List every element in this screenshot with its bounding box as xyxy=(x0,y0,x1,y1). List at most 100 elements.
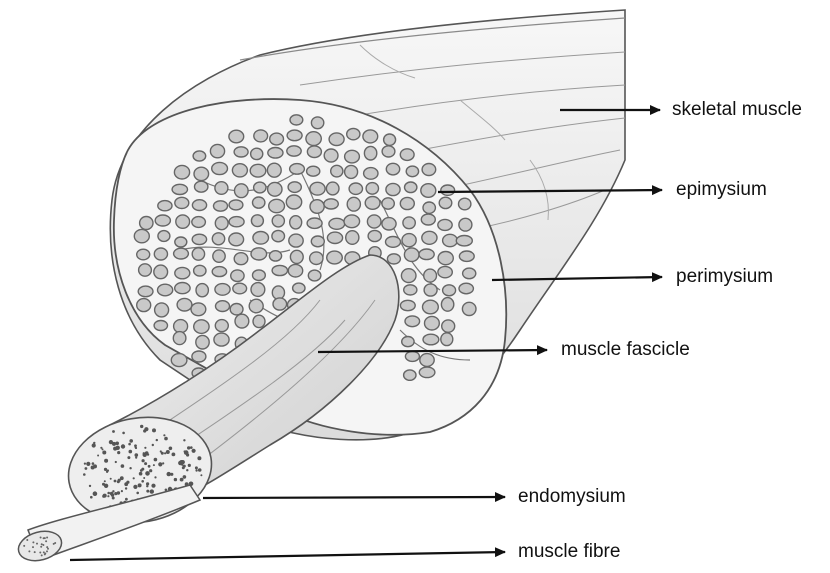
myofibril-dot xyxy=(144,462,147,465)
muscle-fiber-cell xyxy=(215,182,228,195)
muscle-fiber-cell xyxy=(441,185,455,195)
muscle-fiber-cell xyxy=(154,265,168,279)
myofibril-dot xyxy=(183,439,185,441)
muscle-fiber-cell xyxy=(154,248,167,260)
myofibril-dot xyxy=(84,463,86,465)
myofibril-dot xyxy=(104,480,106,482)
muscle-fiber-cell xyxy=(175,267,190,278)
myofibril-dot xyxy=(104,459,108,463)
muscle-fiber-cell xyxy=(423,334,439,345)
muscle-fiber-cell xyxy=(158,201,172,211)
myofibril-dot xyxy=(83,473,86,476)
myofibril-dot xyxy=(148,465,151,468)
muscle-fiber-cell xyxy=(235,314,249,328)
muscle-fiber-cell xyxy=(158,284,173,296)
myofibril-dot xyxy=(121,464,125,468)
muscle-fiber-cell xyxy=(288,182,301,193)
myofibril-dot xyxy=(149,469,152,472)
muscle-fiber-cell xyxy=(290,250,303,263)
muscle-fiber-cell xyxy=(174,248,189,259)
myofibril-dot xyxy=(107,495,109,497)
myofibril-dot xyxy=(53,543,55,545)
myofibril-dot xyxy=(146,482,149,485)
muscle-fiber-cell xyxy=(422,231,437,244)
muscle-fiber-cell xyxy=(386,163,399,175)
muscle-fiber-cell xyxy=(308,270,321,281)
label-muscle-fascicle: muscle fascicle xyxy=(561,340,690,359)
myofibril-dot xyxy=(125,487,127,489)
myofibril-dot xyxy=(164,437,168,441)
myofibril-dot xyxy=(121,444,125,448)
muscle-fiber-cell xyxy=(270,133,284,145)
myofibril-dot xyxy=(164,452,166,454)
myofibril-dot xyxy=(46,546,48,548)
muscle-fiber-cell xyxy=(154,321,167,331)
muscle-fiber-cell xyxy=(438,252,453,265)
myofibril-dot xyxy=(112,430,115,433)
muscle-fiber-cell xyxy=(463,268,476,279)
myofibril-dot xyxy=(160,450,162,452)
muscle-fiber-cell xyxy=(327,251,343,264)
muscle-fiber-cell xyxy=(405,316,420,327)
muscle-fiber-cell xyxy=(403,217,415,229)
muscle-fiber-cell xyxy=(155,303,169,317)
myofibril-dot xyxy=(133,477,135,479)
myofibril-dot xyxy=(166,450,170,454)
myofibril-dot xyxy=(138,483,142,487)
label-endomysium: endomysium xyxy=(518,487,626,506)
myofibril-dot xyxy=(162,462,164,464)
muscle-fiber-cell xyxy=(324,199,338,209)
myofibril-dot xyxy=(144,427,148,431)
muscle-fiber-cell xyxy=(382,146,395,157)
myofibril-dot xyxy=(144,447,146,449)
muscle-fiber-cell xyxy=(287,146,301,156)
muscle-fiber-cell xyxy=(215,217,228,230)
muscle-fiber-cell xyxy=(402,337,414,347)
myofibril-dot xyxy=(104,484,108,488)
myofibril-dot xyxy=(127,456,130,459)
myofibril-dot xyxy=(23,545,25,547)
muscle-fiber-cell xyxy=(402,234,416,247)
myofibril-dot xyxy=(107,492,110,495)
muscle-fiber-cell xyxy=(423,202,435,213)
muscle-fiber-cell xyxy=(196,284,208,297)
myofibril-dot xyxy=(100,447,102,449)
muscle-fiber-cell xyxy=(272,286,284,299)
muscle-fiber-cell xyxy=(421,184,436,198)
muscle-fiber-cell xyxy=(231,270,244,282)
muscle-fiber-cell xyxy=(196,335,209,349)
muscle-fiber-cell xyxy=(290,164,305,175)
muscle-fiber-cell xyxy=(329,218,345,229)
myofibril-dot xyxy=(141,480,144,483)
muscle-fiber-cell xyxy=(404,248,419,262)
muscle-fiber-cell xyxy=(137,249,150,260)
myofibril-dot xyxy=(190,446,193,449)
myofibril-dot xyxy=(180,478,184,482)
myofibril-dot xyxy=(133,485,137,489)
myofibril-dot xyxy=(116,446,120,450)
muscle-fiber-cell xyxy=(382,218,396,230)
muscle-fiber-cell xyxy=(404,370,416,380)
muscle-fiber-cell xyxy=(192,351,206,362)
muscle-fiber-cell xyxy=(329,133,344,146)
myofibril-dot xyxy=(163,434,165,436)
myofibril-dot xyxy=(184,450,189,455)
muscle-fiber-cell xyxy=(382,198,394,209)
myofibril-dot xyxy=(46,550,48,552)
muscle-fiber-cell xyxy=(269,199,285,212)
muscle-fiber-cell xyxy=(232,164,247,177)
muscle-fiber-cell xyxy=(345,150,360,163)
muscle-fiber-cell xyxy=(311,236,324,247)
muscle-fiber-cell xyxy=(424,269,437,282)
myofibril-dot xyxy=(129,450,133,454)
muscle-fiber-cell xyxy=(439,197,452,208)
myofibril-dot xyxy=(139,472,143,476)
muscle-fiber-cell xyxy=(456,236,472,246)
muscle-fiber-cell xyxy=(234,253,248,265)
muscle-fiber-cell xyxy=(192,248,204,260)
muscle-fiber-cell xyxy=(174,165,189,179)
muscle-fiber-cell xyxy=(137,299,151,312)
myofibril-dot xyxy=(143,477,145,479)
myofibril-dot xyxy=(187,446,190,449)
